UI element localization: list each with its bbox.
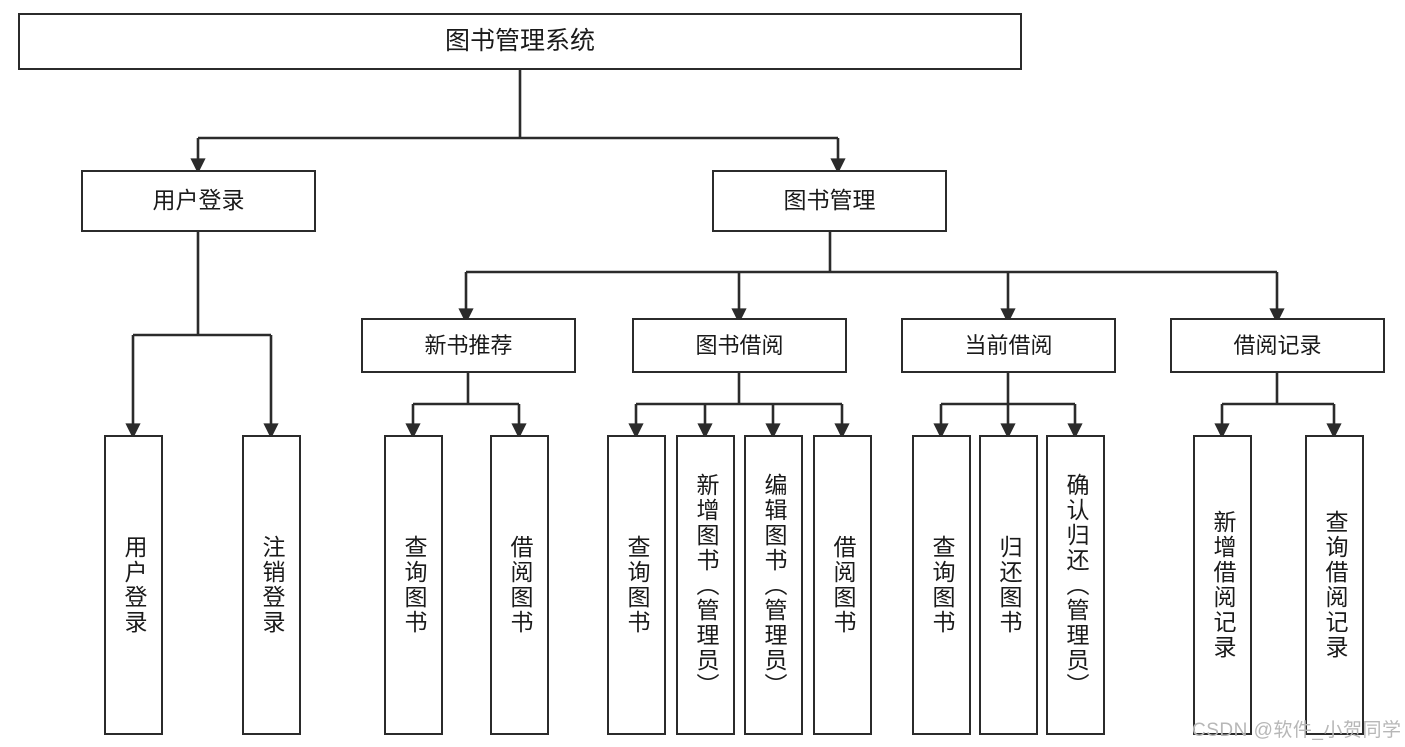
node-borrow-record-label: 借阅记录 bbox=[1233, 332, 1322, 358]
node-leaf-add-record[interactable]: 新增借阅记录 bbox=[1193, 435, 1252, 735]
node-leaf-borrow-book-1-label: 借阅图书 bbox=[507, 535, 533, 635]
node-book-manage-label: 图书管理 bbox=[783, 187, 876, 214]
node-book-borrow-label: 图书借阅 bbox=[695, 332, 784, 358]
node-leaf-user-login[interactable]: 用户登录 bbox=[104, 435, 163, 735]
node-leaf-edit-book[interactable]: 编辑图书（管理员） bbox=[744, 435, 803, 735]
node-leaf-user-logout-label: 注销登录 bbox=[259, 535, 285, 635]
node-current-borrow[interactable]: 当前借阅 bbox=[901, 318, 1116, 373]
node-leaf-query-book-1-label: 查询图书 bbox=[401, 535, 427, 635]
node-leaf-edit-book-label: 编辑图书（管理员） bbox=[761, 472, 787, 698]
node-leaf-borrow-book-2-label: 借阅图书 bbox=[830, 535, 856, 635]
node-leaf-add-book-label: 新增图书（管理员） bbox=[693, 472, 719, 698]
csdn-watermark: CSDN @软件_小贺同学 bbox=[1192, 720, 1402, 741]
node-book-borrow[interactable]: 图书借阅 bbox=[632, 318, 847, 373]
node-book-manage[interactable]: 图书管理 bbox=[712, 170, 947, 232]
node-leaf-query-record[interactable]: 查询借阅记录 bbox=[1305, 435, 1364, 735]
node-leaf-add-book[interactable]: 新增图书（管理员） bbox=[676, 435, 735, 735]
node-leaf-borrow-book-1[interactable]: 借阅图书 bbox=[490, 435, 549, 735]
node-leaf-return-book[interactable]: 归还图书 bbox=[979, 435, 1038, 735]
node-current-borrow-label: 当前借阅 bbox=[964, 332, 1053, 358]
node-leaf-query-book-3-label: 查询图书 bbox=[929, 535, 955, 635]
node-leaf-confirm-return[interactable]: 确认归还（管理员） bbox=[1046, 435, 1105, 735]
node-new-book-recommend-label: 新书推荐 bbox=[424, 332, 513, 358]
node-leaf-query-book-1[interactable]: 查询图书 bbox=[384, 435, 443, 735]
node-leaf-query-record-label: 查询借阅记录 bbox=[1322, 510, 1348, 660]
node-root[interactable]: 图书管理系统 bbox=[18, 13, 1022, 70]
node-user-login-label: 用户登录 bbox=[152, 187, 245, 214]
node-leaf-add-record-label: 新增借阅记录 bbox=[1210, 510, 1236, 660]
node-leaf-query-book-2-label: 查询图书 bbox=[624, 535, 650, 635]
node-borrow-record[interactable]: 借阅记录 bbox=[1170, 318, 1385, 373]
node-leaf-confirm-return-label: 确认归还（管理员） bbox=[1063, 472, 1089, 698]
node-leaf-query-book-3[interactable]: 查询图书 bbox=[912, 435, 971, 735]
node-leaf-return-book-label: 归还图书 bbox=[996, 535, 1022, 635]
node-new-book-recommend[interactable]: 新书推荐 bbox=[361, 318, 576, 373]
node-leaf-borrow-book-2[interactable]: 借阅图书 bbox=[813, 435, 872, 735]
node-user-login[interactable]: 用户登录 bbox=[81, 170, 316, 232]
node-root-label: 图书管理系统 bbox=[444, 26, 595, 55]
node-leaf-query-book-2[interactable]: 查询图书 bbox=[607, 435, 666, 735]
node-leaf-user-logout[interactable]: 注销登录 bbox=[242, 435, 301, 735]
node-leaf-user-login-label: 用户登录 bbox=[121, 535, 147, 635]
